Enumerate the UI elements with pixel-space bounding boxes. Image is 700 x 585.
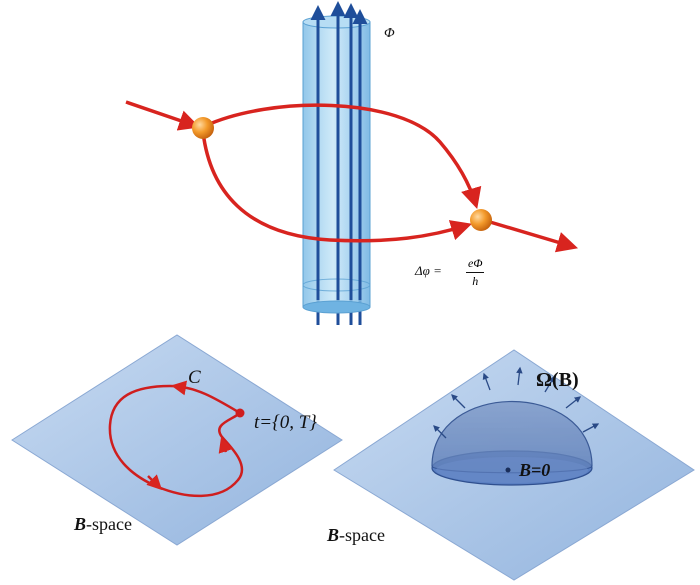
- phase-formula-lhs: Δφ =: [415, 263, 442, 278]
- curvature-arrow: [482, 372, 491, 391]
- cylinder-bottom: [302, 300, 371, 314]
- curve-label: C: [188, 367, 201, 388]
- particle-detector: [470, 209, 492, 231]
- left-bspace-label-bold: B: [74, 514, 87, 534]
- flux-label: Φ: [384, 26, 395, 41]
- upper-path: [204, 103, 482, 210]
- dome-base-highlight: [436, 457, 588, 483]
- right-bspace-panel: [333, 349, 695, 581]
- curvature-arrow: [582, 423, 600, 433]
- time-label: t={0, T}: [254, 412, 317, 433]
- phase-formula-denominator: h: [472, 274, 479, 288]
- curvature-arrow: [451, 394, 466, 409]
- loop-arrow-bottom: [146, 474, 163, 491]
- right-bspace-label-rest: -space: [339, 525, 385, 545]
- left-bspace-label: B-space: [74, 515, 132, 533]
- left-bspace-panel: [11, 334, 343, 546]
- incoming-path: [125, 100, 200, 131]
- loop-arrow-right: [218, 437, 233, 454]
- loop-arrow-top: [171, 380, 188, 396]
- left-bspace-label-rest: -space: [86, 514, 132, 534]
- right-bspace-label-bold: B: [327, 525, 340, 545]
- right-bspace-label: B-space: [327, 526, 385, 544]
- loop-start-point: [235, 408, 245, 418]
- curvature-arrow: [433, 425, 447, 439]
- particle-source: [192, 117, 214, 139]
- outgoing-path: [489, 220, 579, 253]
- origin-label: B=0: [519, 460, 551, 480]
- origin-point: [505, 467, 511, 473]
- curvature-arrow: [565, 396, 582, 409]
- flux-tube: [302, 1, 371, 325]
- left-plane: [11, 334, 343, 546]
- curvature-arrow: [544, 375, 555, 393]
- omega-label: Ω(B): [536, 369, 579, 391]
- phase-formula-numerator: eΦ: [466, 256, 485, 273]
- electron-paths: [125, 100, 579, 253]
- curvature-arrow: [516, 366, 523, 386]
- phase-formula-fraction: eΦ h: [466, 256, 485, 289]
- lower-path: [201, 131, 473, 243]
